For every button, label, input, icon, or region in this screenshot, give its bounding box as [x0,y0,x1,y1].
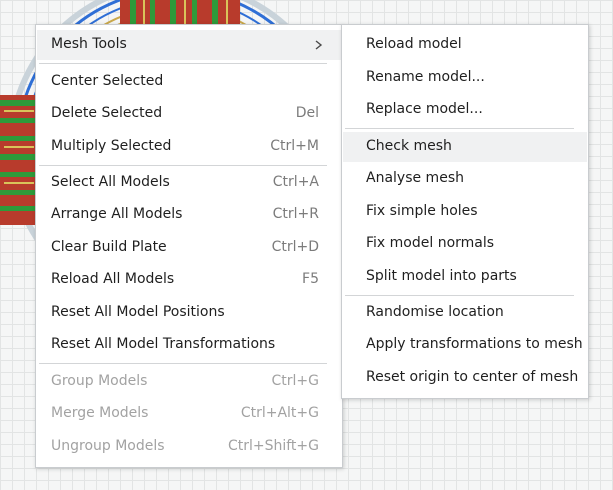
menu-item-delete-selected[interactable]: Delete Selected Del [37,99,341,129]
menu-separator [39,363,327,364]
chevron-right-icon [315,40,323,50]
menu-item-label: Ungroup Models [51,438,165,454]
menu-item-multiply-selected[interactable]: Multiply Selected Ctrl+M [37,132,341,162]
menu-item-label: Mesh Tools [51,36,127,52]
context-menu: Mesh Tools Center Selected Delete Select… [35,24,343,468]
menu-item-label: Delete Selected [51,105,163,121]
submenu-item-replace-model[interactable]: Replace model... [343,95,587,125]
menu-item-shortcut: Ctrl+Shift+G [227,438,319,454]
menu-item-shortcut: Del [295,105,319,121]
menu-item-label: Reload All Models [51,271,175,287]
submenu-item-fix-model-normals[interactable]: Fix model normals [343,229,587,259]
menu-item-shortcut: Ctrl+Alt+G [240,405,319,421]
menu-item-shortcut: Ctrl+M [270,138,319,154]
submenu-item-label: Analyse mesh [366,170,464,186]
menu-item-select-all-models[interactable]: Select All Models Ctrl+A [37,168,341,198]
submenu-item-apply-transformations-to-mesh[interactable]: Apply transformations to mesh [343,330,587,360]
menu-item-label: Reset All Model Transformations [51,336,276,352]
submenu-item-label: Reload model [366,36,462,52]
submenu-item-label: Apply transformations to mesh [366,336,583,352]
submenu-item-fix-simple-holes[interactable]: Fix simple holes [343,197,587,227]
menu-item-merge-models: Merge Models Ctrl+Alt+G [37,399,341,429]
menu-item-label: Group Models [51,373,148,389]
submenu-item-reload-model[interactable]: Reload model [343,30,587,60]
menu-item-shortcut: Ctrl+R [272,206,319,222]
submenu-item-label: Split model into parts [366,268,517,284]
menu-item-reset-all-model-transformations[interactable]: Reset All Model Transformations [37,330,341,360]
submenu-item-label: Reset origin to center of mesh [366,369,579,385]
submenu-item-check-mesh[interactable]: Check mesh [343,132,587,162]
submenu-item-label: Randomise location [366,304,504,320]
submenu-item-label: Rename model... [366,69,485,85]
menu-item-label: Clear Build Plate [51,239,167,255]
submenu-item-randomise-location[interactable]: Randomise location [343,298,587,328]
submenu-item-label: Fix simple holes [366,203,478,219]
submenu-item-reset-origin-to-center-of-mesh[interactable]: Reset origin to center of mesh [343,363,587,393]
submenu-item-rename-model[interactable]: Rename model... [343,63,587,93]
menu-item-arrange-all-models[interactable]: Arrange All Models Ctrl+R [37,200,341,230]
menu-item-label: Reset All Model Positions [51,304,225,320]
menu-item-clear-build-plate[interactable]: Clear Build Plate Ctrl+D [37,233,341,263]
menu-separator [39,63,327,64]
menu-item-label: Arrange All Models [51,206,183,222]
model-slice-left [0,95,36,225]
menu-item-shortcut: Ctrl+A [272,174,319,190]
menu-item-reset-all-model-positions[interactable]: Reset All Model Positions [37,298,341,328]
menu-item-reload-all-models[interactable]: Reload All Models F5 [37,265,341,295]
menu-item-center-selected[interactable]: Center Selected [37,67,341,97]
submenu-separator [345,295,574,296]
menu-item-label: Merge Models [51,405,149,421]
menu-item-group-models: Group Models Ctrl+G [37,367,341,397]
menu-item-mesh-tools[interactable]: Mesh Tools [37,30,341,60]
submenu-item-label: Replace model... [366,101,483,117]
submenu-item-analyse-mesh[interactable]: Analyse mesh [343,164,587,194]
menu-item-shortcut: F5 [302,271,319,287]
menu-item-label: Center Selected [51,73,164,89]
submenu-item-label: Check mesh [366,138,452,154]
submenu-item-split-model-into-parts[interactable]: Split model into parts [343,262,587,292]
model-slice-top [120,0,240,24]
submenu-item-label: Fix model normals [366,235,495,251]
mesh-tools-submenu: Reload model Rename model... Replace mod… [341,24,589,399]
menu-item-label: Multiply Selected [51,138,172,154]
menu-item-shortcut: Ctrl+D [271,239,319,255]
menu-item-shortcut: Ctrl+G [271,373,320,389]
menu-item-label: Select All Models [51,174,170,190]
menu-separator [39,165,327,166]
submenu-separator [345,128,574,129]
menu-item-ungroup-models: Ungroup Models Ctrl+Shift+G [37,432,341,462]
